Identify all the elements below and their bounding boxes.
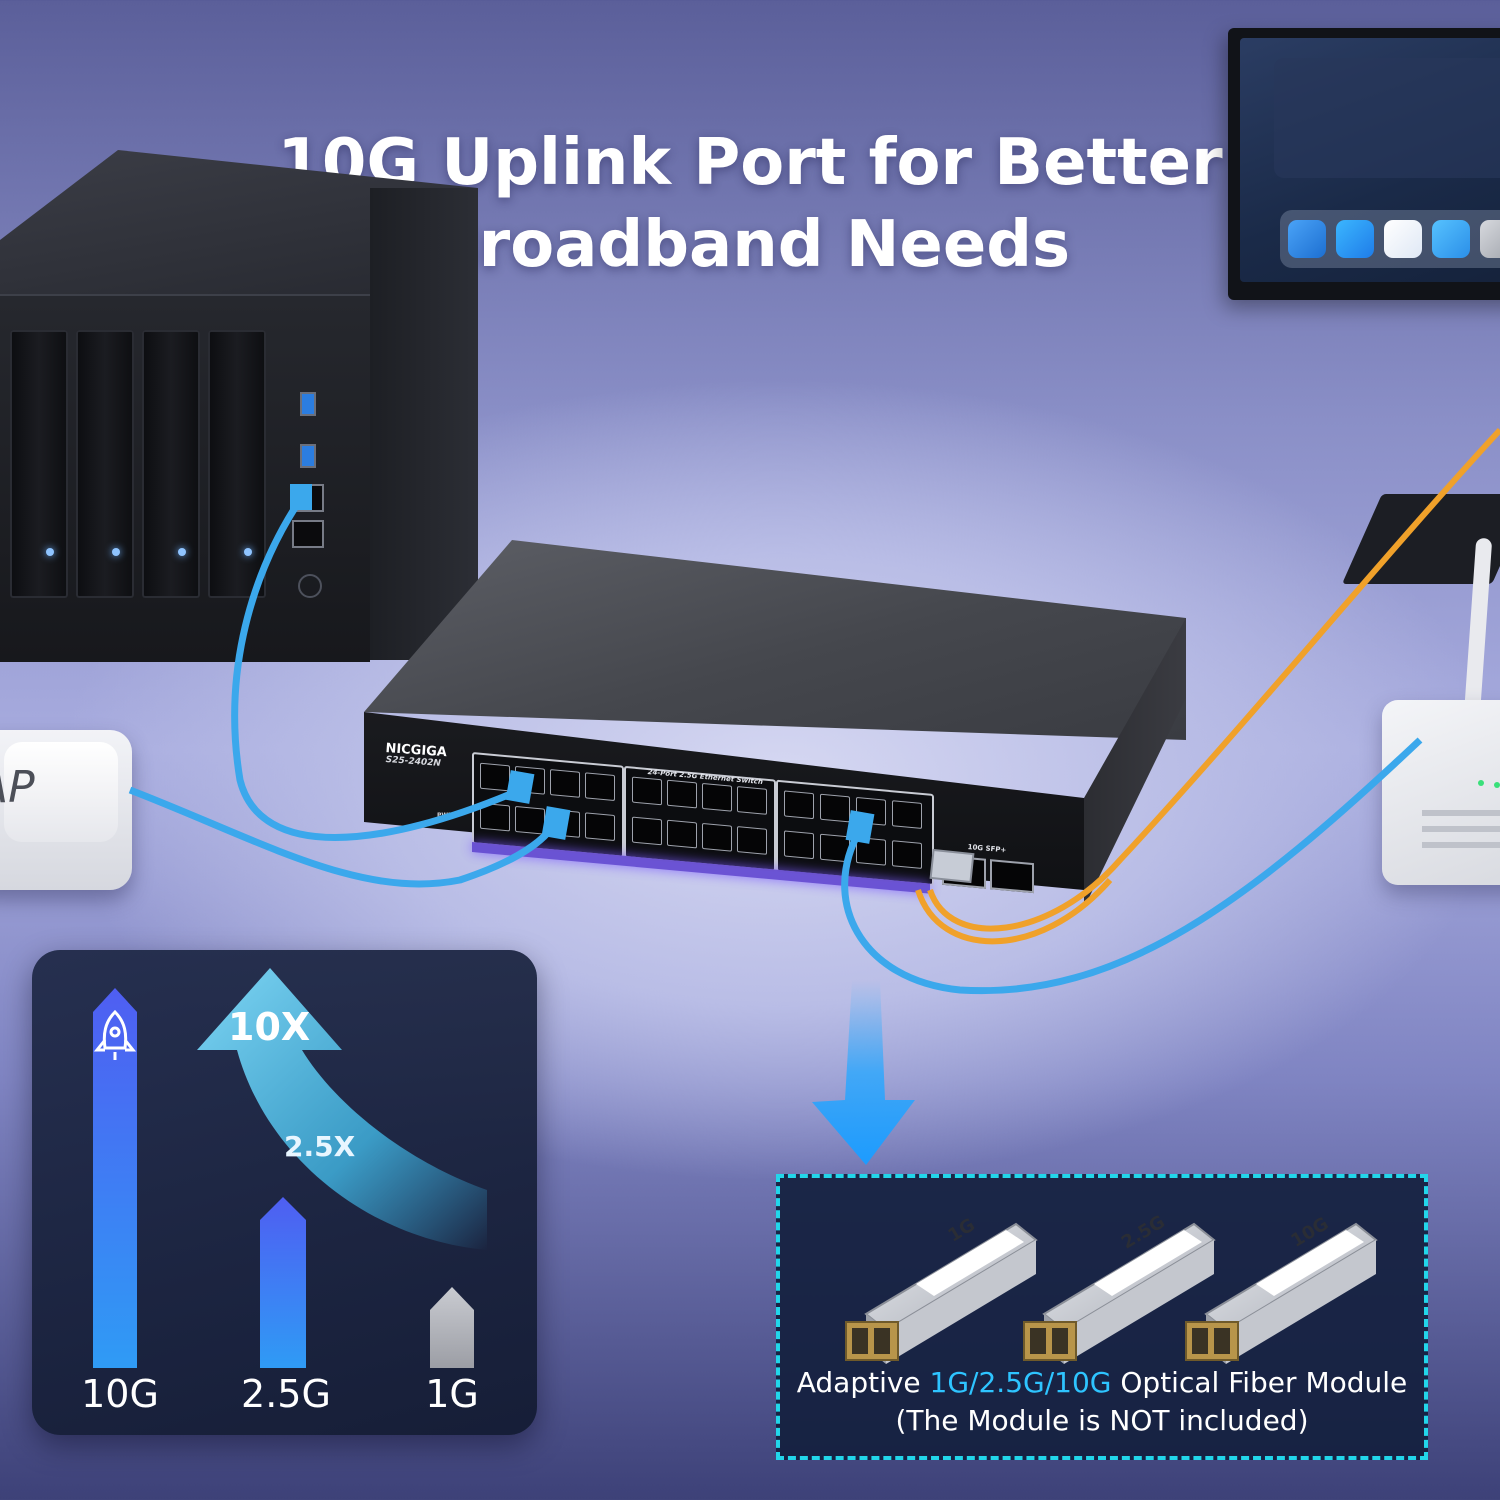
rj45-plug bbox=[290, 484, 312, 510]
blue-cable-ap bbox=[128, 786, 559, 888]
blue-cable-router bbox=[841, 737, 1423, 995]
sfp-module-caption: Adaptive 1G/2.5G/10G Optical Fiber Modul… bbox=[780, 1366, 1424, 1399]
drive-led bbox=[244, 548, 252, 556]
sfp-module-2-5g bbox=[1023, 1222, 1216, 1364]
app-store-icon bbox=[1336, 220, 1374, 258]
router-vent bbox=[1422, 842, 1500, 848]
nas-drive-bay bbox=[142, 330, 200, 598]
blue-cable-nas bbox=[231, 498, 522, 841]
multiplier-10x: 10X bbox=[228, 1005, 311, 1049]
usb-port-icon bbox=[300, 392, 316, 416]
bar-2-5g bbox=[260, 1197, 306, 1368]
rj45-plug bbox=[845, 810, 875, 844]
router-vent bbox=[1422, 826, 1500, 832]
headline-line-2: Broadband Needs bbox=[429, 208, 1071, 282]
rj45-plug bbox=[541, 806, 571, 840]
access-point-face: AP bbox=[0, 742, 118, 842]
router-status-led bbox=[1494, 782, 1500, 788]
caption-suffix: Optical Fiber Module bbox=[1111, 1366, 1408, 1399]
router-device bbox=[1382, 700, 1500, 885]
usb-port-icon bbox=[300, 444, 316, 468]
drive-led bbox=[112, 548, 120, 556]
orange-fiber-cable bbox=[927, 427, 1500, 932]
growth-curve-arrow bbox=[197, 968, 487, 1250]
bar-label-1g: 1G bbox=[425, 1372, 479, 1416]
nas-drive-bay bbox=[10, 330, 68, 598]
down-arrow-icon bbox=[812, 980, 915, 1165]
settings-icon bbox=[1480, 220, 1500, 258]
monitor-screen bbox=[1240, 38, 1500, 282]
nas-ethernet-port bbox=[292, 520, 324, 548]
multiplier-2-5x: 2.5X bbox=[284, 1130, 356, 1163]
messages-icon bbox=[1432, 220, 1470, 258]
sfp-module-10g bbox=[1185, 1222, 1378, 1364]
drive-led bbox=[46, 548, 54, 556]
sfp-modules-graphic bbox=[845, 1222, 1378, 1364]
screen-dock bbox=[1280, 210, 1500, 268]
rocket-icon bbox=[93, 1009, 137, 1060]
bar-label-10g: 10G bbox=[81, 1372, 159, 1416]
router-status-led bbox=[1478, 780, 1484, 786]
bar-1g bbox=[430, 1287, 474, 1368]
bar-10g bbox=[93, 988, 137, 1368]
access-point-device: AP bbox=[0, 730, 132, 890]
access-point-label: AP bbox=[0, 762, 35, 813]
nas-drive-bay bbox=[76, 330, 134, 598]
nas-drive-bay bbox=[208, 330, 266, 598]
orange-fiber-cable bbox=[915, 878, 1113, 945]
drive-led bbox=[178, 548, 186, 556]
rj45-plug bbox=[505, 770, 535, 804]
speed-comparison-graphic bbox=[93, 968, 487, 1368]
caption-prefix: Adaptive bbox=[796, 1366, 930, 1399]
power-button-icon bbox=[298, 574, 322, 598]
sfp-module-note: (The Module is NOT included) bbox=[895, 1404, 1309, 1437]
sfp-module-1g bbox=[845, 1222, 1038, 1364]
screen-panel bbox=[1274, 58, 1500, 178]
finder-icon bbox=[1288, 220, 1326, 258]
monitor bbox=[1228, 28, 1500, 300]
safari-icon bbox=[1384, 220, 1422, 258]
bar-label-2-5g: 2.5G bbox=[241, 1372, 331, 1416]
sfp-transceiver bbox=[929, 848, 975, 884]
router-vent bbox=[1422, 810, 1500, 816]
nas-side bbox=[370, 188, 478, 660]
caption-highlight: 1G/2.5G/10G bbox=[929, 1366, 1112, 1399]
